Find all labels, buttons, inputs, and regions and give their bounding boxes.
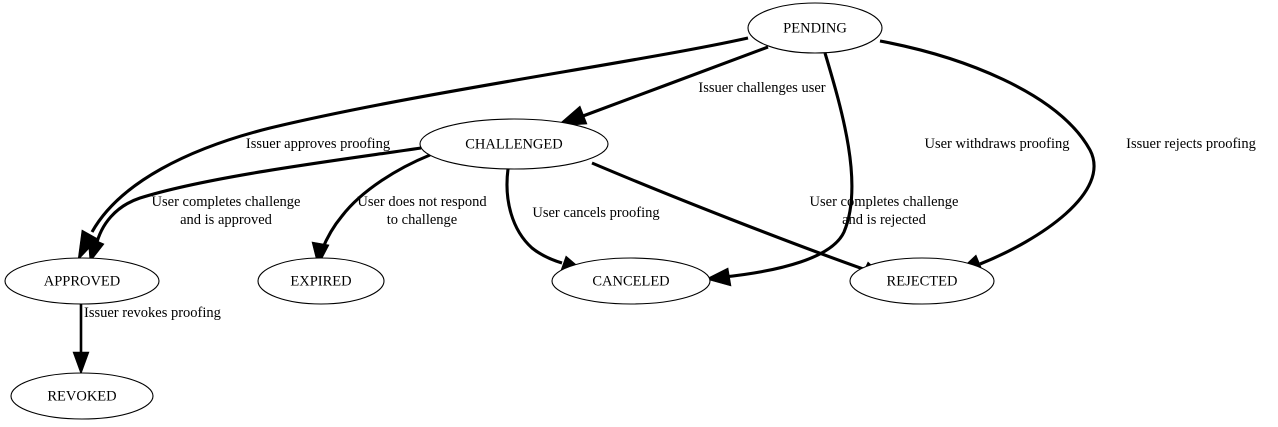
edge-challenged-approved-path bbox=[94, 146, 422, 247]
node-rejected-ellipse bbox=[849, 257, 995, 305]
edge-approved-revoked[interactable]: Issuer revokes proofing bbox=[72, 304, 221, 375]
edge-challenged-approved-label-line1: User completes challenge bbox=[152, 194, 301, 210]
edge-pending-canceled-arrowhead bbox=[705, 267, 732, 287]
edge-challenged-rejected-label-line2: and is rejected bbox=[842, 212, 926, 228]
node-challenged-label: CHALLENGED bbox=[465, 136, 562, 152]
edge-challenged-approved-label-line2: and is approved bbox=[180, 212, 273, 228]
edge-challenged-expired-label-line2: to challenge bbox=[387, 212, 457, 228]
node-rejected[interactable]: REJECTED bbox=[849, 257, 995, 305]
node-approved[interactable]: APPROVED bbox=[4, 257, 160, 305]
edge-pending-challenged-path bbox=[582, 45, 769, 118]
node-revoked-label: REVOKED bbox=[47, 388, 116, 404]
edge-pending-approved[interactable]: Issuer approves proofing bbox=[77, 36, 749, 261]
node-canceled-label: CANCELED bbox=[592, 273, 669, 289]
edge-pending-challenged[interactable]: Issuer challenges user bbox=[556, 45, 826, 127]
edge-challenged-canceled[interactable]: User cancels proofing bbox=[505, 168, 660, 274]
node-canceled[interactable]: CANCELED bbox=[551, 257, 711, 305]
edge-challenged-canceled-path bbox=[505, 168, 563, 265]
edge-pending-approved-label: Issuer approves proofing bbox=[246, 136, 390, 152]
edge-pending-approved-arrowhead bbox=[77, 229, 99, 261]
node-challenged-ellipse bbox=[419, 118, 609, 170]
edge-pending-rejected-label: Issuer rejects proofing bbox=[1126, 136, 1256, 152]
edge-pending-canceled-label: User withdraws proofing bbox=[925, 136, 1070, 152]
edge-pending-challenged-label: Issuer challenges user bbox=[698, 80, 825, 96]
node-revoked[interactable]: REVOKED bbox=[10, 372, 154, 420]
edge-challenged-approved-arrowhead bbox=[87, 236, 105, 263]
edge-challenged-expired-path bbox=[320, 153, 431, 251]
edge-pending-rejected-path bbox=[879, 39, 1096, 266]
edge-pending-canceled-path bbox=[723, 52, 854, 279]
node-challenged[interactable]: CHALLENGED bbox=[419, 118, 609, 170]
node-approved-label: APPROVED bbox=[44, 273, 121, 289]
node-expired-label: EXPIRED bbox=[290, 273, 351, 289]
node-rejected-label: REJECTED bbox=[887, 273, 958, 289]
node-pending-label: PENDING bbox=[783, 20, 847, 36]
edge-pending-rejected[interactable]: Issuer rejects proofing bbox=[879, 39, 1256, 273]
edge-challenged-rejected-path bbox=[591, 161, 867, 272]
edge-challenged-rejected-label-line1: User completes challenge bbox=[810, 194, 959, 210]
edge-challenged-expired-label-line1: User does not respond bbox=[357, 194, 487, 210]
node-canceled-ellipse bbox=[551, 257, 711, 305]
node-pending[interactable]: PENDING bbox=[747, 2, 883, 54]
edge-approved-revoked-label: Issuer revokes proofing bbox=[84, 305, 221, 321]
node-revoked-ellipse bbox=[10, 372, 154, 420]
node-expired-ellipse bbox=[257, 257, 385, 305]
edge-challenged-expired-arrowhead bbox=[311, 241, 330, 267]
edge-challenged-expired[interactable]: User does not respond to challenge bbox=[311, 153, 487, 267]
node-expired[interactable]: EXPIRED bbox=[257, 257, 385, 305]
edge-challenged-canceled-label: User cancels proofing bbox=[532, 205, 659, 221]
node-approved-ellipse bbox=[4, 257, 160, 305]
edge-pending-canceled[interactable]: User withdraws proofing bbox=[705, 52, 1070, 287]
node-pending-ellipse bbox=[747, 2, 883, 54]
edge-approved-revoked-arrowhead bbox=[72, 351, 90, 375]
edge-pending-approved-path bbox=[90, 36, 749, 233]
edge-challenged-approved[interactable]: User completes challenge and is approved bbox=[87, 146, 422, 263]
